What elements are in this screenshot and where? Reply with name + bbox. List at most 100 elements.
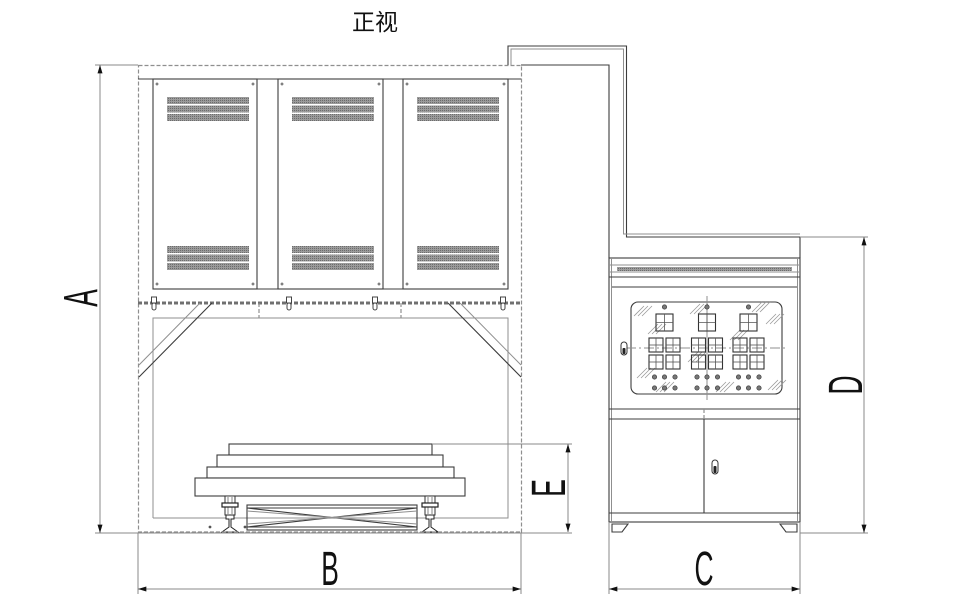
panel-meter	[707, 354, 724, 370]
hatch-line	[773, 313, 785, 325]
temperature-controller	[655, 313, 674, 332]
panel-meter	[749, 354, 765, 370]
control-button	[735, 385, 741, 391]
control-button	[735, 374, 741, 380]
vent-bar	[292, 254, 374, 262]
duct-inner-wall	[521, 64, 610, 258]
indicator-lamp	[745, 304, 751, 310]
stack-layer	[228, 443, 433, 456]
rail-hook	[372, 296, 378, 311]
anchor-bolt	[208, 525, 212, 529]
wheel-assembly	[420, 495, 440, 533]
dimension-label-b: B	[321, 543, 339, 596]
exhaust-duct	[507, 45, 801, 258]
vent-bar	[417, 263, 499, 270]
hatch-line	[689, 303, 701, 315]
control-button	[672, 374, 678, 380]
hatch-line	[651, 323, 663, 335]
hatch-line	[633, 305, 645, 317]
hatch-line	[641, 305, 653, 317]
temperature-controller	[697, 313, 717, 332]
hatch-line	[636, 367, 648, 379]
temperature-controller	[739, 313, 758, 332]
cabinet-door-lock[interactable]	[711, 459, 719, 475]
dimension-c: C	[608, 522, 801, 596]
glass-hatching	[633, 301, 787, 393]
hatch-line	[751, 301, 763, 313]
screw-icon	[502, 282, 506, 286]
panel-meter	[749, 337, 765, 353]
vent-bar	[167, 114, 249, 121]
hatch-line	[655, 381, 667, 393]
hook-clamp	[286, 296, 292, 304]
control-button	[694, 374, 700, 380]
control-button	[694, 385, 700, 391]
panel-meter	[648, 337, 664, 353]
vent-bar	[292, 246, 374, 253]
hatch-line	[687, 351, 699, 363]
screw-icon	[502, 82, 506, 86]
hatch-line	[695, 351, 707, 363]
hook-loop	[372, 302, 378, 311]
hatch-line	[723, 381, 735, 393]
panel-meter	[648, 354, 664, 370]
brace-left	[138, 302, 201, 366]
screw-icon	[155, 82, 159, 86]
hook-clamp	[500, 296, 506, 304]
screw-icon	[280, 82, 284, 86]
vent-bar	[292, 114, 374, 121]
cabinet-vent-strip	[617, 267, 792, 271]
hatch-line	[767, 379, 779, 391]
vent-bar	[417, 246, 499, 253]
screw-icon	[377, 82, 381, 86]
rail-hooks	[151, 296, 506, 311]
hatch-line	[719, 381, 731, 393]
hatch-line	[765, 313, 777, 325]
hatch-line	[691, 351, 703, 363]
brace-right	[447, 302, 522, 378]
brace-right	[459, 302, 522, 366]
hatch-line	[729, 329, 741, 341]
vent-bar	[167, 263, 249, 270]
panel-meter	[665, 354, 681, 370]
vent-bar	[417, 114, 499, 121]
cabinet-doors[interactable]	[612, 419, 797, 513]
control-cabinet	[608, 257, 801, 533]
control-button	[704, 374, 710, 380]
rail-hook	[286, 296, 292, 311]
vent-bar	[417, 97, 499, 104]
trolley-wheels	[220, 495, 440, 533]
dimension-d: D	[800, 236, 873, 534]
hatch-line	[771, 379, 783, 391]
panel-screws	[155, 82, 506, 286]
base-box-cross	[246, 510, 418, 525]
vent-bar	[292, 105, 374, 113]
control-panel-lock[interactable]	[620, 341, 628, 356]
hatch-line	[755, 301, 767, 313]
hook-clamp	[151, 296, 157, 304]
vent-bar	[417, 254, 499, 262]
panel-meter	[690, 337, 707, 353]
hatch-line	[759, 301, 771, 313]
control-button	[661, 374, 667, 380]
trolley-base-box	[246, 504, 418, 531]
wheel-assembly	[220, 495, 240, 533]
panel-meter	[707, 337, 724, 353]
control-button	[756, 374, 762, 380]
vent-bar	[417, 105, 499, 113]
trolley-platform	[194, 477, 466, 497]
control-button	[714, 374, 720, 380]
wheel-flange	[221, 502, 239, 508]
view-title: 正视	[352, 10, 398, 36]
panel-meter	[732, 354, 748, 370]
hook-clamp	[372, 296, 378, 304]
rail-hook	[151, 296, 157, 311]
anchor-bolt	[243, 525, 247, 529]
hatch-line	[775, 379, 787, 391]
control-button	[756, 385, 762, 391]
cabinet-door-left[interactable]	[612, 419, 704, 513]
vent-bar	[167, 105, 249, 113]
panel-meter	[732, 337, 748, 353]
control-button	[672, 385, 678, 391]
vent-bar	[167, 254, 249, 262]
